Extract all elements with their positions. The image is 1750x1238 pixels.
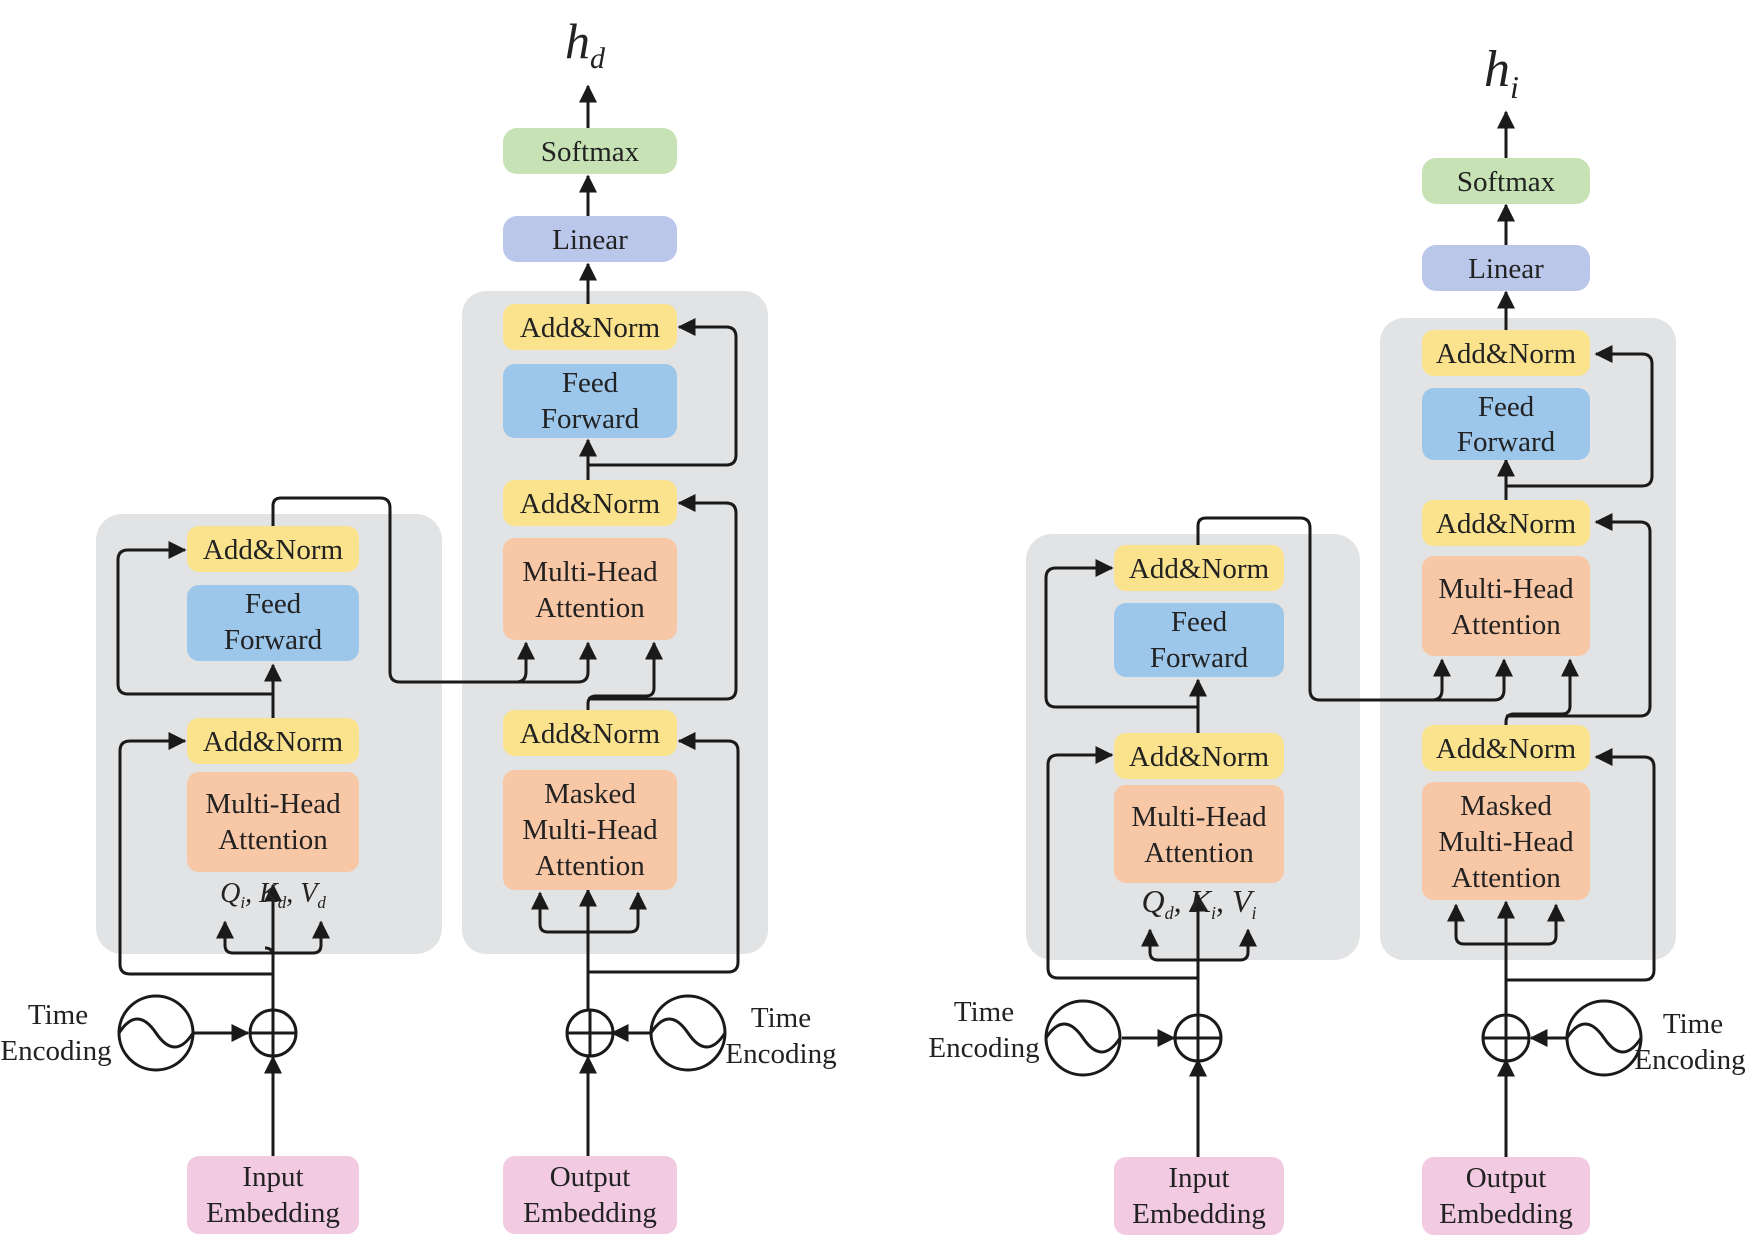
- encoder-qkv-label: Qd, Ki, Vi: [1141, 883, 1256, 923]
- time-encoding-label-2: Encoding: [0, 1035, 111, 1067]
- encoder-qkv-label: Qi, Kd, Vd: [220, 878, 326, 912]
- softmax-label: Softmax: [1457, 166, 1556, 198]
- sine-wave-icon: [649, 994, 727, 1072]
- decoder-masked-attention: [1422, 782, 1590, 900]
- softmax-box: [1422, 158, 1590, 204]
- time-encoding-label-1: Time: [751, 1002, 811, 1034]
- masked-label-1: Masked: [544, 778, 636, 810]
- decoder-mha-label-1: Multi-Head: [522, 556, 658, 588]
- decoder-add-norm-top-label: Add&Norm: [520, 312, 661, 344]
- sine-wave-icon: [1565, 999, 1643, 1077]
- decoder-add-norm-mid: [503, 480, 677, 526]
- encoder-feed-forward: [187, 585, 359, 661]
- linear-box: [503, 216, 677, 262]
- time-encoding-label-2: Encoding: [1634, 1044, 1745, 1076]
- encoder-multi-head-attention: [1114, 785, 1284, 883]
- decoder-multi-head-attention: [503, 538, 677, 640]
- decoder-mha-label-2: Attention: [1451, 609, 1561, 641]
- output-symbol-hd: hd: [565, 13, 606, 75]
- input-embedding-box: [1114, 1157, 1284, 1235]
- decoder-add-norm-top: [1422, 330, 1590, 376]
- decoder-masked-attention: [503, 770, 677, 890]
- decoder-add-norm-top: [503, 304, 677, 350]
- encoder-mha-label-2: Attention: [218, 824, 328, 856]
- decoder-feed-forward: [503, 364, 677, 438]
- time-encoding-label-1: Time: [954, 996, 1014, 1028]
- connection-wires: [1044, 110, 1656, 1157]
- adder-icon: [248, 1008, 298, 1058]
- decoder-add-norm-mid: [1422, 500, 1590, 546]
- adder-icon: [1173, 1013, 1223, 1063]
- softmax-label: Softmax: [541, 136, 640, 168]
- decoder-add-norm-bottom: [503, 710, 677, 756]
- masked-label-3: Attention: [535, 850, 645, 882]
- input-embedding-label-1: Input: [1168, 1162, 1229, 1194]
- decoder-mha-label-1: Multi-Head: [1438, 573, 1574, 605]
- encoder-add-norm-top: [1114, 545, 1284, 591]
- linear-label: Linear: [1468, 253, 1544, 285]
- output-embedding-label-1: Output: [550, 1161, 631, 1193]
- softmax-box: [503, 128, 677, 174]
- encoder-add-norm-top-label: Add&Norm: [1129, 553, 1270, 585]
- encoder-add-norm-top-label: Add&Norm: [203, 534, 344, 566]
- input-embedding-box: [187, 1156, 359, 1234]
- encoder-add-norm-top: [187, 526, 359, 572]
- encoder-multi-head-attention: [187, 772, 359, 872]
- output-embedding-label-2: Embedding: [523, 1197, 657, 1229]
- output-symbol-hi: hi: [1484, 41, 1519, 105]
- encoder-mha-label-1: Multi-Head: [205, 788, 341, 820]
- decoder-ff-label-2: Forward: [541, 403, 640, 435]
- time-encoding-label-2: Encoding: [928, 1032, 1039, 1064]
- encoder-add-norm-bottom-label: Add&Norm: [1129, 741, 1270, 773]
- sine-wave-icon: [117, 994, 195, 1072]
- decoder-mha-label-2: Attention: [535, 592, 645, 624]
- output-embedding-label-2: Embedding: [1439, 1198, 1573, 1230]
- input-embedding-label-1: Input: [242, 1161, 303, 1193]
- masked-label-3: Attention: [1451, 862, 1561, 894]
- sine-wave-icon: [1044, 999, 1122, 1077]
- decoder-add-norm-bottom: [1422, 725, 1590, 771]
- decoder-add-norm-mid-label: Add&Norm: [520, 488, 661, 520]
- decoder-add-norm-mid-label: Add&Norm: [1436, 508, 1577, 540]
- encoder-feed-forward: [1114, 603, 1284, 677]
- encoder-ff-label-2: Forward: [1150, 642, 1249, 674]
- input-embedding-label-2: Embedding: [206, 1197, 340, 1229]
- linear-label: Linear: [552, 224, 628, 256]
- output-embedding-box: [503, 1156, 677, 1234]
- encoder-mha-label-1: Multi-Head: [1131, 801, 1267, 833]
- decoder-ff-label-1: Feed: [562, 367, 619, 399]
- masked-label-2: Multi-Head: [522, 814, 658, 846]
- encoder-add-norm-bottom: [187, 718, 359, 764]
- encoder-add-norm-bottom: [1114, 733, 1284, 779]
- adder-icon: [565, 1008, 615, 1058]
- linear-box: [1422, 245, 1590, 291]
- decoder-ff-label-2: Forward: [1457, 426, 1556, 458]
- input-embedding-label-2: Embedding: [1132, 1198, 1266, 1230]
- connection-wires: [116, 84, 740, 1156]
- diagram-right: Add&Norm Feed Forward Add&Norm Multi-Hea…: [928, 41, 1746, 1235]
- output-embedding-label-1: Output: [1466, 1162, 1547, 1194]
- decoder-multi-head-attention: [1422, 556, 1590, 656]
- decoder-feed-forward: [1422, 388, 1590, 460]
- time-encoding-label-2: Encoding: [725, 1038, 836, 1070]
- time-encoding-label-1: Time: [1663, 1008, 1723, 1040]
- encoder-ff-label-1: Feed: [1171, 606, 1228, 638]
- output-embedding-box: [1422, 1157, 1590, 1235]
- decoder-add-norm-top-label: Add&Norm: [1436, 338, 1577, 370]
- decoder-ff-label-1: Feed: [1478, 391, 1535, 423]
- encoder-ff-label-1: Feed: [245, 588, 302, 620]
- masked-label-1: Masked: [1460, 790, 1552, 822]
- encoder-mha-label-2: Attention: [1144, 837, 1254, 869]
- encoder-ff-label-2: Forward: [224, 624, 323, 656]
- diagram-left: Add&Norm Feed Forward Add&Norm Multi-Hea…: [0, 13, 837, 1234]
- time-encoding-label-1: Time: [28, 999, 88, 1031]
- adder-icon: [1481, 1013, 1531, 1063]
- decoder-add-norm-bottom-label: Add&Norm: [520, 718, 661, 750]
- encoder-add-norm-bottom-label: Add&Norm: [203, 726, 344, 758]
- decoder-add-norm-bottom-label: Add&Norm: [1436, 733, 1577, 765]
- masked-label-2: Multi-Head: [1438, 826, 1574, 858]
